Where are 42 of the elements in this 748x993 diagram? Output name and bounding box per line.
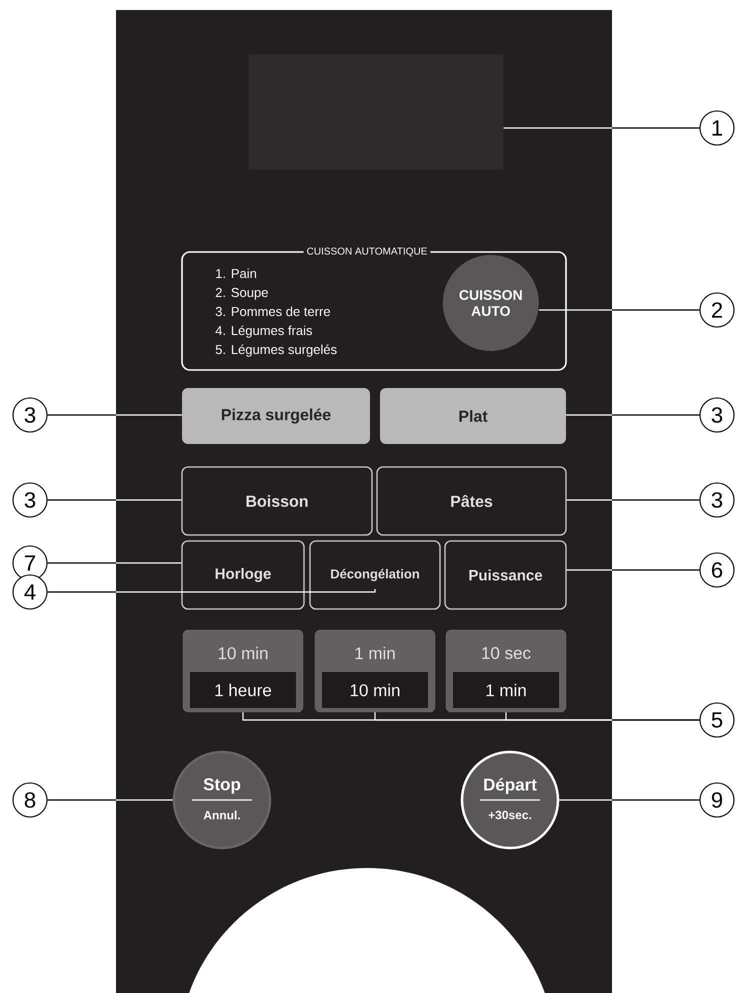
leader-line [48,562,182,564]
leader-line [566,499,700,501]
round-button: Départ +30sec. [460,750,560,850]
leader-line [505,712,700,721]
leader-line [48,799,173,801]
button: Puissance [444,540,567,610]
callout-number: 4 [12,574,48,610]
callout-number: 3 [699,397,735,433]
list-item: 2. Soupe [216,288,268,300]
list-item: 5. Légumes surgelés [216,344,337,357]
leader-line [48,414,182,416]
time-button: 10 min 1 heure [182,630,304,712]
callout-number: 3 [12,482,48,518]
round-button: Stop Annul. [172,750,272,850]
time-button: 10 sec 1 min [446,630,566,712]
button: Pizza surgelée [182,388,370,444]
callout-number: 9 [699,782,735,818]
callout-number: 2 [699,292,735,328]
button: Pâtes [376,466,567,536]
leader-line [559,799,700,801]
leader-line [48,588,376,593]
leader-line [566,414,700,416]
leader-line [539,309,700,311]
leader-line [566,569,700,571]
time-button: 1 min 10 min [314,630,436,712]
round-button: CUISSON AUTO [442,255,539,351]
button: Plat [380,388,566,444]
button: Horloge [181,540,305,610]
callout-number: 3 [699,482,735,518]
callout-number: 8 [12,782,48,818]
callout-number: 6 [699,552,735,588]
display-screen [248,54,504,170]
button: Décongélation [309,540,441,610]
list-item: 1. Pain [216,268,256,278]
callout-number: 1 [699,110,735,146]
leader-line [48,499,182,501]
callout-number: 5 [699,702,735,738]
list-item: 3. Pommes de terre [216,306,330,316]
leader-line [504,127,700,129]
callout-number: 3 [12,397,48,433]
list-item: 4. Légumes frais [216,325,312,338]
button: Boisson [181,466,373,536]
